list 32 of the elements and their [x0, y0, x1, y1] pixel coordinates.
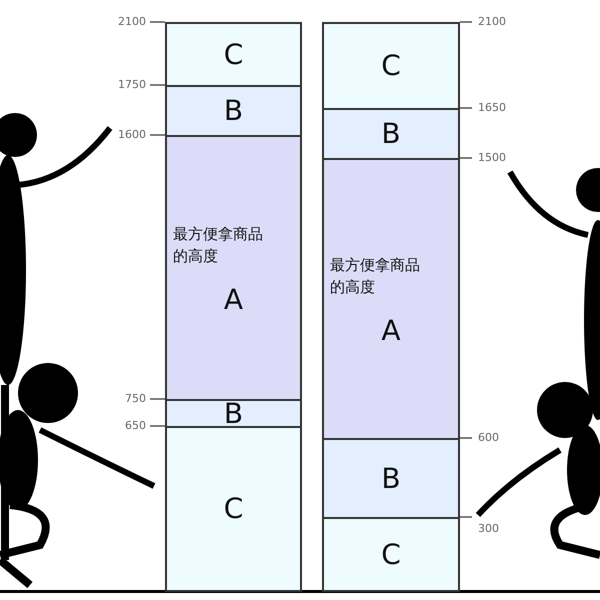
- height-label: 750: [125, 393, 146, 404]
- shelf-zone: [165, 399, 302, 428]
- zone-letter: C: [224, 40, 244, 68]
- zone-description: 最方便拿商品的高度: [173, 224, 264, 267]
- height-label: 1650: [478, 102, 506, 113]
- zone-letter: C: [381, 540, 401, 568]
- shelf-zone: [322, 108, 460, 160]
- shelf-zone: [165, 85, 302, 137]
- height-label: 650: [125, 420, 146, 431]
- height-label: 300: [478, 523, 499, 534]
- zone-letter: C: [381, 52, 401, 80]
- zone-letter: B: [224, 97, 244, 125]
- zone-letter: C: [224, 495, 244, 523]
- height-label: 1500: [478, 152, 506, 163]
- height-label: 600: [478, 432, 499, 443]
- zone-letter: A: [381, 316, 401, 344]
- height-label: 1750: [118, 79, 146, 90]
- shelf-zone: [165, 426, 302, 592]
- zone-description: 最方便拿商品的高度: [330, 254, 421, 298]
- height-label: 2100: [118, 16, 146, 27]
- shelf-zone: [322, 517, 460, 592]
- zone-letter: A: [224, 286, 244, 314]
- zone-letter: B: [381, 120, 401, 148]
- zone-letter: B: [381, 464, 401, 492]
- shelf-zone: [322, 22, 460, 110]
- height-label: 1600: [118, 129, 146, 140]
- height-label: 2100: [478, 16, 506, 27]
- shelf-zone: [165, 135, 302, 401]
- shelf-zone: [322, 158, 460, 440]
- shelf-zone: [322, 438, 460, 519]
- zone-letter: B: [224, 400, 244, 428]
- shelf-zone: [165, 22, 302, 87]
